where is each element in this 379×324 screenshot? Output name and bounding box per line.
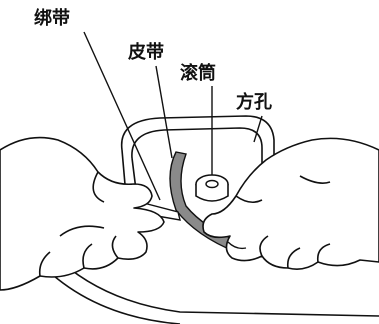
label-square-hole: 方孔: [236, 91, 272, 113]
label-roller: 滚筒: [180, 62, 216, 84]
leader-lines: [83, 31, 263, 201]
leader-binding-strap: [83, 31, 161, 201]
thumb-detail: [227, 241, 247, 250]
label-binding-strap: 绑带: [34, 7, 70, 29]
right-hand: [202, 137, 379, 270]
label-belt: 皮带: [128, 41, 164, 63]
leader-belt: [155, 65, 173, 159]
left-hand: [0, 136, 165, 291]
roller: [195, 174, 229, 202]
leader-square-hole: [253, 115, 263, 143]
